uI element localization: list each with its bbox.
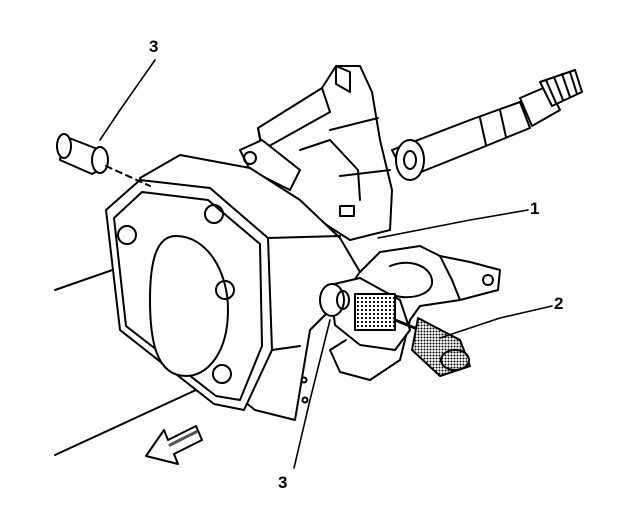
retaining-pin-top bbox=[56, 133, 109, 175]
lock-housing bbox=[105, 154, 361, 421]
callout-tool: 2 bbox=[554, 294, 564, 313]
callout-pin-top: 3 bbox=[149, 37, 159, 56]
callout-pin-bottom: 3 bbox=[278, 473, 288, 492]
splined-shaft bbox=[391, 69, 583, 181]
callout-housing: 1 bbox=[530, 199, 540, 218]
lock-cylinder-assembly bbox=[319, 277, 411, 351]
exploded-view-line bbox=[105, 165, 151, 187]
direction-arrow-icon bbox=[145, 425, 203, 465]
tool-screwdriver bbox=[393, 317, 471, 377]
leader-lines bbox=[99, 59, 553, 469]
